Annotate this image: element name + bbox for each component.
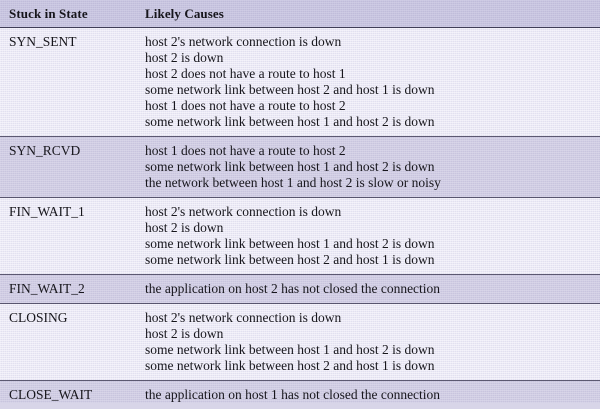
table-row: FIN_WAIT_2 the application on host 2 has … xyxy=(0,275,600,304)
cause-line: the application on host 2 has not closed… xyxy=(145,281,441,296)
cause-line: host 2 is down xyxy=(145,326,224,341)
cause-line: the network between host 1 and host 2 is… xyxy=(145,175,441,190)
cause-line: host 2's network connection is down xyxy=(145,310,342,325)
cell-likely-causes: the application on host 2 has not closed… xyxy=(143,281,600,297)
table-row: CLOSING host 2's network connection is do… xyxy=(0,304,600,381)
column-header-likely-causes: Likely Causes xyxy=(145,6,224,21)
cause-line: some network link between host 1 and hos… xyxy=(145,114,435,129)
cell-likely-causes: the application on host 1 has not closed… xyxy=(143,387,600,403)
cause-line: some network link between host 2 and hos… xyxy=(145,252,435,267)
cause-line: some network link between host 1 and hos… xyxy=(145,159,435,174)
cause-line: the application on host 1 has not closed… xyxy=(145,387,441,402)
cause-line: some network link between host 2 and hos… xyxy=(145,358,435,373)
table-row: CLOSE_WAIT the application on host 1 has … xyxy=(0,381,600,409)
table-header-row: Stuck in State Likely Causes xyxy=(0,0,600,28)
cause-line: host 2 is down xyxy=(145,50,224,65)
cause-line: host 2's network connection is down xyxy=(145,204,342,219)
cause-line: host 2 does not have a route to host 1 xyxy=(145,66,346,81)
cell-stuck-in-state: FIN_WAIT_1 xyxy=(9,204,85,219)
cause-line: host 1 does not have a route to host 2 xyxy=(145,98,346,113)
cause-line: host 2's network connection is down xyxy=(145,34,342,49)
cause-line: host 1 does not have a route to host 2 xyxy=(145,143,346,158)
table-row: SYN_RCVD host 1 does not have a route to … xyxy=(0,137,600,198)
cell-stuck-in-state: CLOSING xyxy=(9,310,68,325)
cause-line: some network link between host 1 and hos… xyxy=(145,342,435,357)
cell-stuck-in-state: SYN_RCVD xyxy=(9,143,81,158)
cell-stuck-in-state: CLOSE_WAIT xyxy=(9,387,93,402)
cell-stuck-in-state: SYN_SENT xyxy=(9,34,77,49)
column-header-stuck-in-state: Stuck in State xyxy=(9,6,88,21)
cause-line: host 2 is down xyxy=(145,220,224,235)
cell-stuck-in-state: FIN_WAIT_2 xyxy=(9,281,85,296)
table-row: SYN_SENT host 2's network connection is d… xyxy=(0,28,600,137)
table-row: FIN_WAIT_1 host 2's network connection is… xyxy=(0,198,600,275)
cause-line: some network link between host 2 and hos… xyxy=(145,82,435,97)
cause-line: some network link between host 1 and hos… xyxy=(145,236,435,251)
